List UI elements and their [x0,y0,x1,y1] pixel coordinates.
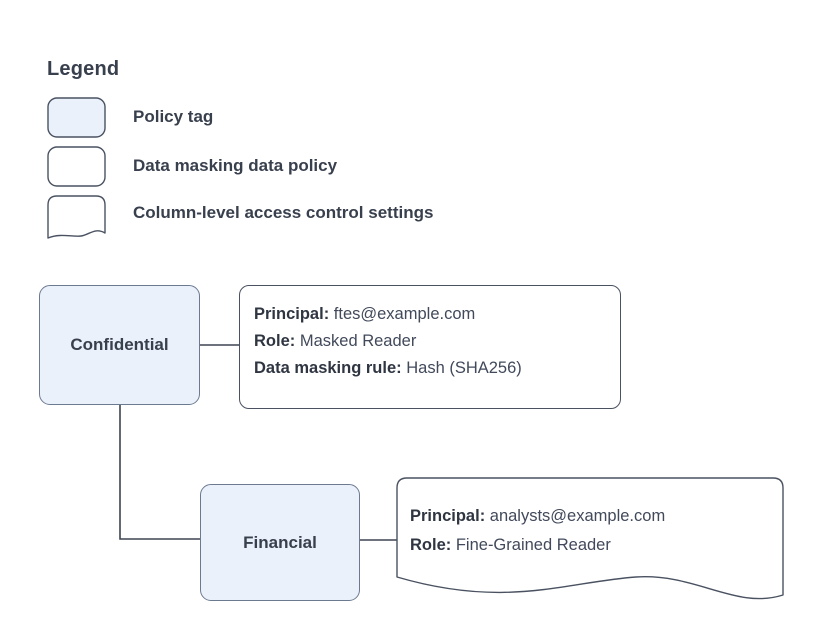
policy-line-masking-rule: Data masking rule: Hash (SHA256) [254,355,620,382]
legend-item-access-control-settings: Column-level access control settings [47,195,433,239]
policy-key: Role: [254,332,296,350]
note-value: analysts@example.com [489,507,666,525]
column-level-access-settings-note[interactable]: Principal: analysts@example.com Role: Fi… [396,477,786,603]
column-level-access-settings-swatch-icon [47,195,106,239]
legend-item-data-masking-policy: Data masking data policy [47,146,337,187]
node-financial[interactable]: Financial [200,484,360,601]
data-masking-policy-box[interactable]: Principal: ftes@example.com Role: Masked… [239,285,621,409]
policy-tag-swatch-icon [47,97,106,138]
connector-confidential-to-financial [119,405,200,540]
policy-value: Hash (SHA256) [406,359,522,377]
policy-key: Principal: [254,305,330,323]
note-line-role: Role: Fine-Grained Reader [410,531,770,560]
policy-value: ftes@example.com [333,305,476,323]
policy-key: Data masking rule: [254,359,402,377]
legend-title: Legend [47,58,120,80]
policy-value: Masked Reader [299,332,417,350]
node-confidential[interactable]: Confidential [39,285,200,405]
note-key: Role: [410,536,452,554]
policy-line-role: Role: Masked Reader [254,328,620,355]
policy-line-principal: Principal: ftes@example.com [254,301,620,328]
note-line-principal: Principal: analysts@example.com [410,502,770,531]
note-key: Principal: [410,507,486,525]
node-label: Confidential [70,335,169,354]
note-text: Principal: analysts@example.com Role: Fi… [410,502,770,560]
note-value: Fine-Grained Reader [455,536,611,554]
legend-item-label: Column-level access control settings [133,203,434,222]
legend-item-policy-tag: Policy tag [47,97,213,138]
legend-item-label: Data masking data policy [133,156,338,175]
legend-item-label: Policy tag [133,107,214,126]
data-masking-policy-swatch-icon [47,146,106,187]
note-shape [396,477,784,600]
node-label: Financial [243,532,317,552]
